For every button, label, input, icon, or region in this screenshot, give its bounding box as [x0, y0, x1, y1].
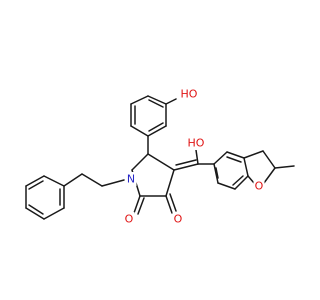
bond	[262, 150, 276, 169]
bond	[148, 99, 164, 108]
bond	[130, 95, 149, 105]
bond	[130, 125, 149, 137]
bond	[25, 207, 45, 220]
bond	[43, 175, 65, 187]
atom-label-background	[125, 172, 137, 186]
atom-label-background	[172, 212, 184, 226]
bond	[195, 149, 199, 165]
bond	[147, 125, 167, 137]
bond	[226, 156, 242, 163]
bond	[137, 197, 145, 215]
atom-label-o-ketone: O	[174, 213, 183, 226]
bond	[247, 175, 255, 184]
bond	[232, 175, 244, 186]
bond	[215, 167, 219, 179]
atom-label-background	[186, 136, 206, 150]
bond	[243, 157, 249, 177]
bond	[274, 165, 295, 169]
bond	[165, 169, 175, 197]
molecule-canvas: HO HO N O O O	[25, 87, 295, 226]
bond	[28, 180, 44, 190]
bond	[148, 122, 164, 132]
bond	[213, 163, 219, 184]
bond	[243, 150, 264, 159]
bond	[25, 175, 45, 187]
atom-label-oh-phenol: HO	[181, 88, 198, 101]
atom-label-background	[123, 212, 135, 226]
atom-label-background	[253, 179, 265, 193]
bond	[217, 182, 236, 190]
atom-label-oh-enol: HO	[188, 137, 205, 150]
bond	[43, 207, 65, 220]
bond	[81, 173, 103, 187]
bond	[165, 98, 177, 105]
bond	[213, 151, 228, 165]
bond	[28, 204, 44, 215]
bond	[101, 179, 125, 187]
bond	[165, 195, 173, 214]
bond	[234, 175, 249, 190]
bond	[147, 153, 175, 171]
bond	[263, 167, 276, 184]
atom-label-o-amide: O	[125, 213, 134, 226]
bond	[63, 173, 83, 187]
molecule-structure: HO HO N O O O	[25, 87, 295, 226]
atom-label-n-ring: N	[127, 173, 135, 186]
bond	[147, 95, 167, 105]
bond-layer	[25, 95, 295, 220]
bond	[169, 193, 177, 212]
bond	[131, 153, 149, 171]
atom-layer: HO HO N O O O	[123, 87, 265, 226]
atom-label-o-furan: O	[255, 180, 264, 193]
atom-label-background	[179, 87, 199, 101]
bond	[175, 159, 197, 166]
bond	[226, 151, 245, 159]
bond	[173, 163, 199, 171]
bond	[133, 195, 141, 214]
